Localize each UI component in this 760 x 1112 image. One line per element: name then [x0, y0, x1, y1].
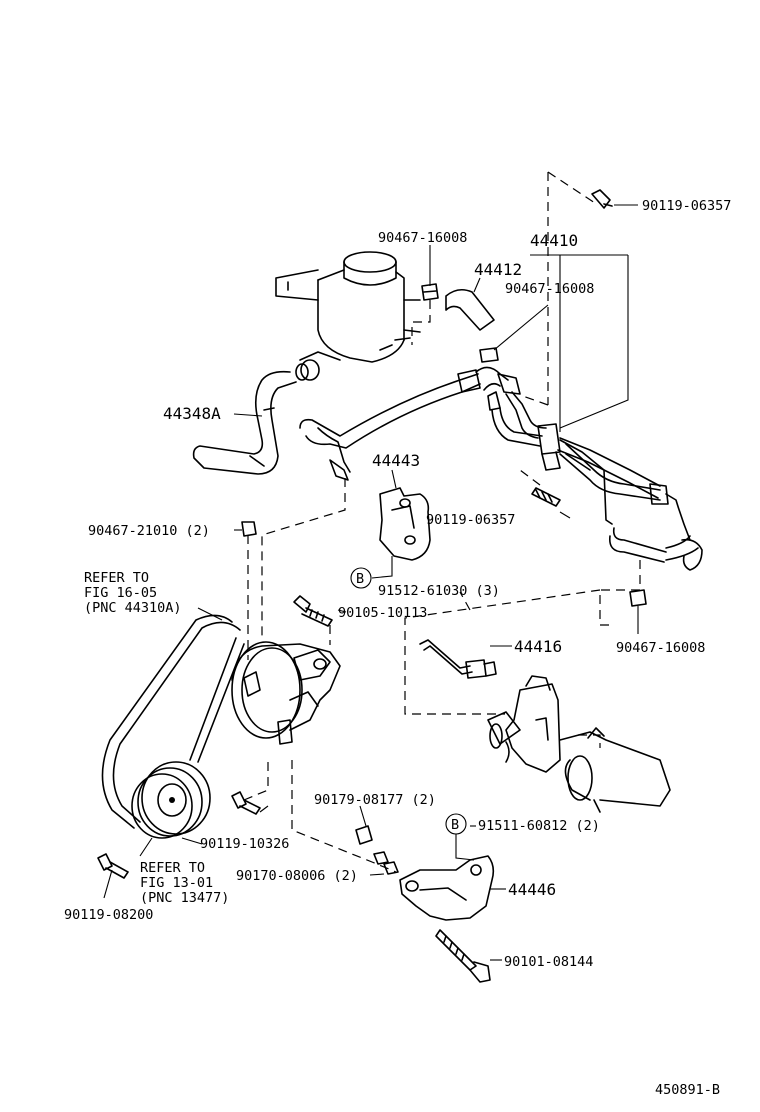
svg-text:B: B	[356, 571, 364, 587]
reference-pulley-line-3: (PNC 13477)	[140, 890, 229, 906]
label-44412: 44412	[474, 260, 522, 279]
return-hose-44348a[interactable]	[192, 370, 297, 475]
nut-90170-08006[interactable]	[373, 851, 399, 875]
label-44410: 44410	[530, 231, 578, 250]
reference-pulley-line-2: FIG 13-01	[140, 875, 213, 891]
label-90119-08200: 90119-08200	[64, 907, 153, 923]
b-marker-upper: B	[350, 567, 372, 589]
label-90467-16008-b: 90467-16008	[505, 281, 594, 297]
reference-belt-line-2: FIG 16-05	[84, 585, 157, 601]
clamp-90467-21010[interactable]	[241, 521, 257, 537]
drive-belt[interactable]	[101, 614, 245, 829]
clamp-90467-16008-a[interactable]	[421, 283, 439, 301]
leader-lines	[103, 204, 639, 961]
label-90467-21010: 90467-21010 (2)	[88, 523, 210, 539]
label-44443: 44443	[372, 451, 420, 470]
label-91512-61030: 91512-61030 (3)	[378, 583, 500, 599]
clamp-90467-16008-c[interactable]	[629, 589, 647, 607]
label-90179-08177: 90179-08177 (2)	[314, 792, 436, 808]
label-90170-08006: 90170-08006 (2)	[236, 868, 358, 884]
label-90101-08144: 90101-08144	[504, 954, 593, 970]
clamp-upper-left[interactable]	[295, 359, 320, 381]
bolt-90105-10113[interactable]	[293, 595, 333, 627]
reference-belt-line-3: (PNC 44310A)	[84, 600, 182, 616]
label-44348a: 44348A	[163, 404, 221, 423]
label-90467-16008-c: 90467-16008	[616, 640, 705, 656]
pressure-tube-44416[interactable]	[419, 639, 497, 679]
dashed-locator-lines	[243, 171, 641, 873]
nut-90179-08177[interactable]	[355, 825, 373, 845]
reference-pulley-line-1: REFER TO	[140, 860, 205, 876]
bolt-90101-08144[interactable]	[435, 929, 491, 983]
label-90105-10113: 90105-10113	[338, 605, 427, 621]
label-90119-06357-top: 90119-06357	[642, 198, 731, 214]
steering-gear-housing[interactable]	[487, 675, 671, 813]
diagram-id: 450891-B	[655, 1082, 720, 1098]
bolt-90119-06357-top[interactable]	[591, 189, 613, 209]
bracket-44446[interactable]	[399, 855, 495, 921]
label-44446: 44446	[508, 880, 556, 899]
bracket-44443[interactable]	[379, 487, 431, 561]
bolt-90119-10326[interactable]	[231, 791, 261, 815]
label-90119-06357-mid: 90119-06357	[426, 512, 515, 528]
b-marker-lower: B	[445, 813, 467, 835]
svg-text:B: B	[451, 817, 459, 833]
reservoir-tank[interactable]	[275, 251, 421, 363]
pressure-line-44410[interactable]	[299, 366, 703, 571]
label-91511-60812: 91511-60812 (2)	[478, 818, 600, 834]
label-44416: 44416	[514, 637, 562, 656]
label-90119-10326: 90119-10326	[200, 836, 289, 852]
hose-44412[interactable]	[445, 288, 495, 331]
clamp-90467-16008-b[interactable]	[479, 347, 499, 363]
reference-belt-line-1: REFER TO	[84, 570, 149, 586]
bolt-90119-06357-mid[interactable]	[531, 487, 561, 507]
crank-pulley[interactable]	[131, 761, 211, 839]
bolt-90119-08200[interactable]	[97, 853, 129, 879]
label-90467-16008-a: 90467-16008	[378, 230, 467, 246]
